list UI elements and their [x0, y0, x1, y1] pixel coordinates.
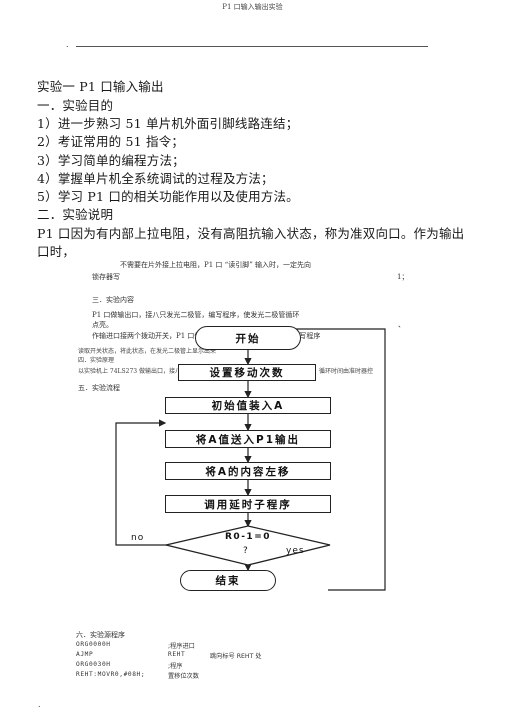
flow-start-node: 开始 [195, 326, 301, 350]
description-line: P1 口因为有内部上拉电阻，没有高阻抗输入状态，称为准双向口。作为输出 [37, 226, 465, 241]
decision-no-label: no [131, 533, 145, 543]
flow-end-label: 结束 [215, 575, 241, 587]
flow-end-node: 结束 [180, 570, 276, 591]
section-description-heading: 二．实验说明 [37, 207, 114, 222]
code-comment: ;程序进口 [168, 643, 195, 650]
flow-step-node: 初始值装入A [165, 397, 331, 414]
objective-item: 4）掌握单片机全系统调试的过程及方法； [37, 171, 274, 186]
page-header-title: P1 口输入输出实验 [222, 3, 283, 11]
objective-item: 5）学习 P1 口的相关功能作用以及使用方法。 [37, 189, 299, 204]
content-line: 点亮。 [92, 321, 113, 329]
objective-item: 3）学习简单的编程方法； [37, 153, 185, 168]
decision-yes-label: yes [286, 546, 305, 556]
code-line: ORG0000H [76, 641, 111, 648]
flow-step-label: 调用延时子程序 [204, 498, 292, 511]
objective-item: 1）进一步熟习 51 单片机外面引脚线路连结； [37, 116, 299, 131]
flow-step-node: 设置移动次数 [178, 364, 316, 381]
small-text-line: 不需要在片外接上拉电阻，P1 口 “读引脚” 输入时，一定先向 [120, 261, 311, 269]
doc-title: 实验一 P1 口输入输出 [37, 79, 164, 94]
flow-step-label: 设置移动次数 [209, 367, 285, 379]
decision-diamond [165, 525, 331, 566]
overlap-text-line: 读取开关状态，将此状态，在发光二极管上显示出来 [78, 348, 217, 355]
small-text-line: 锁存器写 [92, 273, 120, 281]
loop-back-connector [115, 419, 170, 546]
flow-step-node: 将A值送入P1输出 [165, 430, 331, 448]
description-line: 口时， [37, 244, 76, 259]
objective-item: 2）考证常用的 51 指令； [37, 134, 185, 149]
small-text-line-right: 1； [397, 273, 409, 281]
flow-step-label: 将A值送入P1输出 [195, 433, 301, 446]
decision-label: R0-1=0 [225, 532, 271, 542]
code-line: AJMP [76, 651, 94, 658]
code-operand: REHT [168, 651, 186, 658]
section-objectives-heading: 一．实验目的 [37, 98, 114, 113]
top-bullet-mark: . [66, 40, 69, 49]
right-side-connector [282, 328, 386, 591]
bottom-bullet-mark: . [38, 700, 41, 709]
flow-step-node: 将A的内容左移 [165, 462, 331, 480]
flow-step-node: 调用延时子程序 [165, 495, 331, 513]
decision-question-mark: ? [243, 546, 248, 556]
flow-step-label: 将A的内容左移 [205, 465, 291, 478]
code-comment: ;程序 [168, 663, 183, 670]
code-comment: 跳向标号 REHT 处 [210, 653, 262, 660]
section-principle-heading: 四．实验原理 [78, 357, 115, 364]
section-content-heading: 三．实验内容 [92, 296, 134, 304]
content-line-right: 、 [398, 321, 405, 329]
code-comment: 置移位次数 [168, 673, 199, 680]
section-source-heading: 六．实验源程序 [76, 631, 125, 639]
code-line: REHT:MOVR0,#08H; [76, 671, 146, 678]
flow-step-label: 初始值装入A [211, 400, 285, 412]
section-flow-heading: 五．实验流程 [78, 384, 120, 392]
code-line: ORG0030H [76, 661, 111, 668]
flow-start-label: 开始 [235, 332, 261, 345]
header-divider [76, 46, 428, 47]
content-line: P1 口做输出口，接八只发光二极管，编写程序，使发光二极管循环 [92, 311, 300, 319]
